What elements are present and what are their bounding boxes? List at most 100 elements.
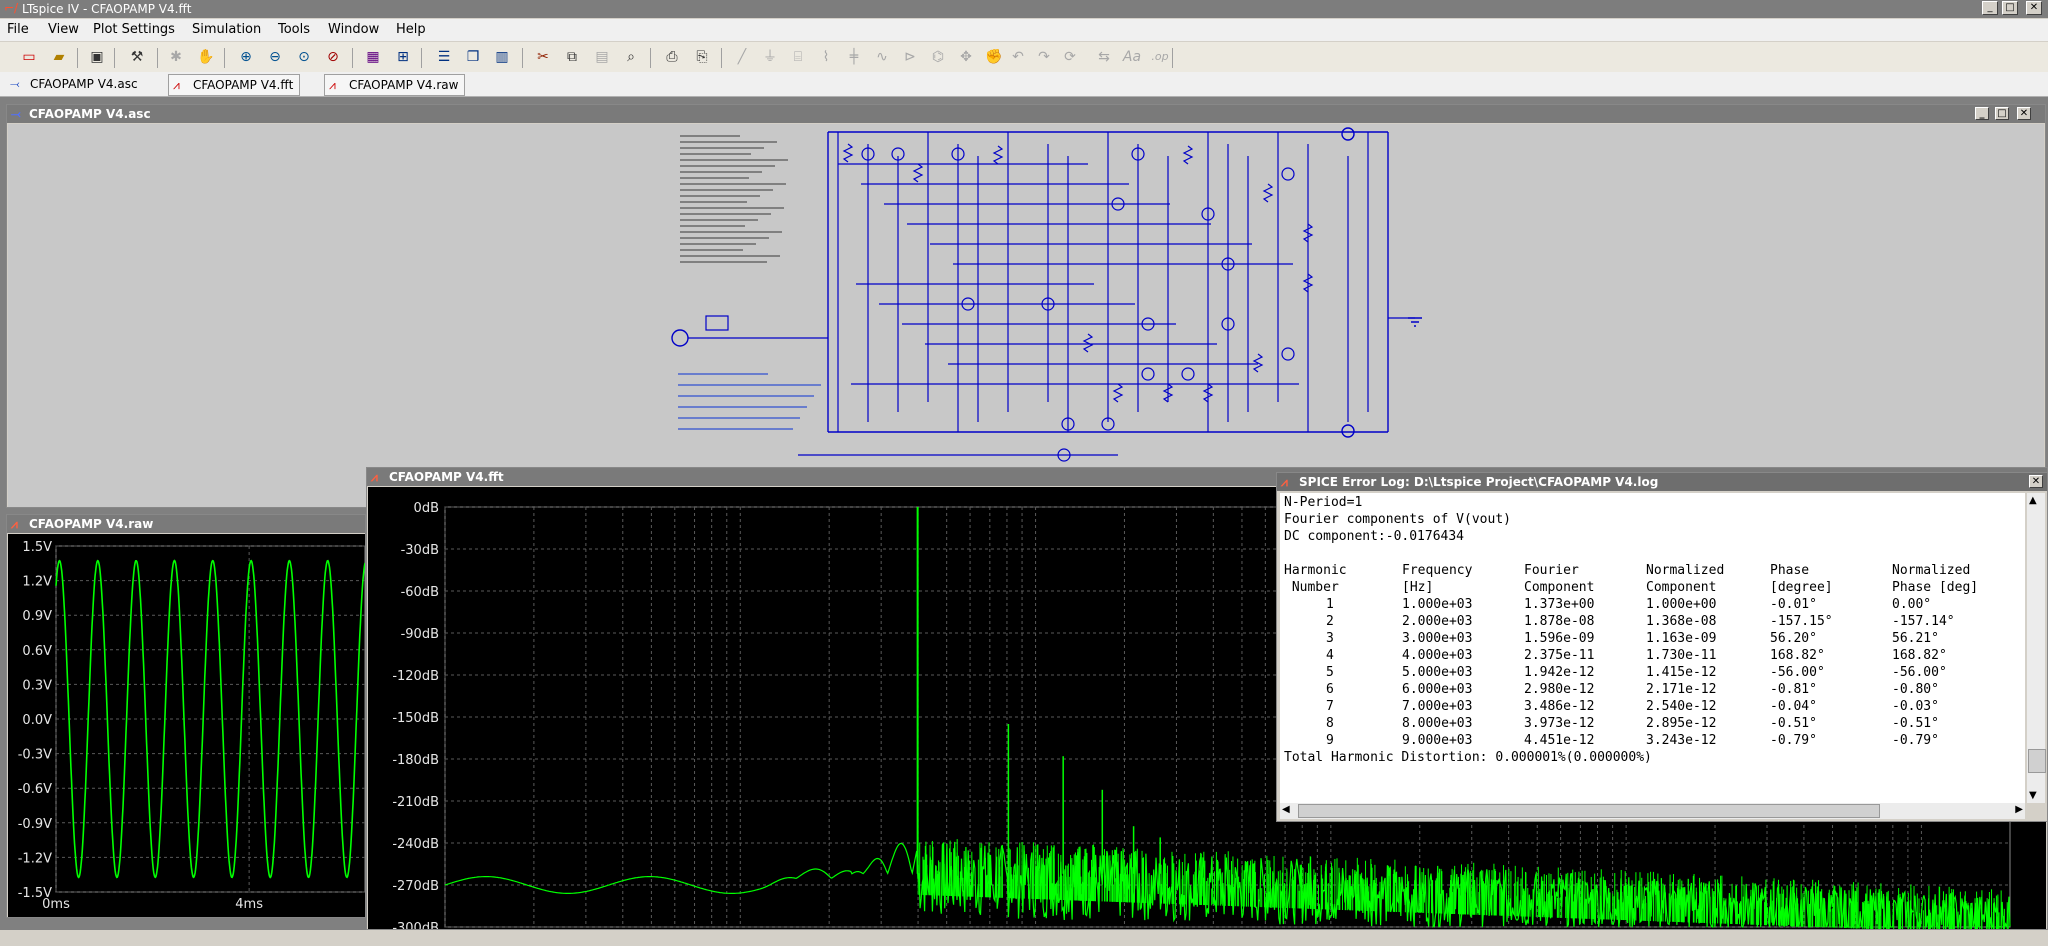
find-icon[interactable]: ⌕ [627, 49, 635, 65]
y-tick-label: 1.5V [22, 540, 52, 555]
control-panel-icon[interactable]: ⚒ [130, 49, 144, 65]
schematic-drawing [671, 127, 1422, 462]
y-tick-label: 0.9V [22, 609, 52, 624]
log-column-header: Normalized [1892, 563, 1971, 578]
log-table-cell: -157.15° [1770, 614, 1833, 629]
resistor-symbol [842, 143, 854, 163]
raw-trace [55, 559, 366, 879]
log-table-cell: 2.375e-11 [1524, 648, 1595, 663]
menu-window[interactable]: Window [328, 22, 380, 37]
drag-icon[interactable]: ✊ [985, 49, 1003, 65]
y-tick-label: -300dB [392, 921, 439, 929]
log-table-cell: -0.80° [1892, 682, 1939, 697]
print-preview-icon[interactable]: ⎙ [666, 49, 678, 65]
waveform-icon: ⩘ [1281, 475, 1288, 489]
schematic-canvas[interactable] [8, 124, 2044, 507]
horizontal-scrollbar[interactable]: ◀ ▶ [1280, 803, 2025, 819]
scroll-left-icon[interactable]: ◀ [1282, 804, 1290, 815]
log-table-cell: 2 [1326, 614, 1334, 629]
close-icon[interactable]: ✕ [2029, 475, 2043, 488]
transistor-symbol [1141, 367, 1155, 381]
scroll-up-icon[interactable]: ▲ [2029, 495, 2037, 506]
log-table-cell: 4.451e-12 [1524, 733, 1595, 748]
y-tick-label: -210dB [392, 795, 439, 810]
log-table-cell: 4 [1326, 648, 1334, 663]
undo-icon[interactable]: ↶ [1012, 49, 1024, 65]
log-column-header: Phase [1770, 563, 1810, 578]
minimize-icon[interactable]: _ [1982, 1, 1998, 15]
log-table-cell: 1.373e+00 [1524, 597, 1595, 612]
run-icon[interactable]: ✱ [170, 49, 182, 65]
cut-icon[interactable]: ✂ [537, 49, 549, 65]
menu-view[interactable]: View [48, 22, 79, 37]
resistor-symbol [1202, 383, 1214, 403]
save-icon[interactable]: ▣ [90, 49, 104, 65]
zoom-in-icon[interactable]: ⊕ [240, 49, 252, 65]
ground-icon[interactable]: ⏚ [763, 49, 777, 65]
tab-raw[interactable]: ⩘CFAOPAMP V4.raw [324, 74, 466, 96]
component-icon[interactable]: ⌬ [931, 49, 945, 65]
log-table-cell: 5.000e+03 [1402, 665, 1473, 680]
menu-simulation[interactable]: Simulation [192, 22, 262, 37]
log-table-cell: 2.980e-12 [1524, 682, 1595, 697]
move-icon[interactable]: ✥ [960, 49, 972, 65]
new-schematic-icon[interactable]: ▭ [22, 49, 36, 65]
transistor-symbol [1181, 367, 1195, 381]
capacitor-icon[interactable]: ╪ [849, 49, 859, 65]
tile-vertical-icon[interactable]: ▥ [495, 49, 509, 65]
log-table-cell: 7.000e+03 [1402, 699, 1473, 714]
log-line: Fourier components of V(vout) [1284, 512, 1511, 527]
y-tick-label: -120dB [392, 669, 439, 684]
menu-bar: File View Plot Settings Simulation Tools… [0, 19, 2048, 41]
scroll-thumb[interactable] [1298, 804, 1880, 818]
paste-icon[interactable]: ▤ [595, 49, 609, 65]
redo-icon[interactable]: ↷ [1038, 49, 1050, 65]
close-icon[interactable]: ✕ [2017, 107, 2031, 120]
log-table-cell: 6.000e+03 [1402, 682, 1473, 697]
menu-tools[interactable]: Tools [278, 22, 311, 37]
close-icon[interactable]: ✕ [2026, 1, 2042, 15]
tile-horizontal-icon[interactable]: ☰ [437, 49, 451, 65]
zoom-fit-icon[interactable]: ⊙ [298, 49, 310, 65]
scroll-thumb[interactable] [2028, 749, 2046, 773]
menu-file[interactable]: File [7, 22, 29, 37]
autorange-icon[interactable]: ▦ [366, 49, 380, 65]
wire-icon[interactable]: ╱ [737, 49, 747, 65]
manual-limits-icon[interactable]: ⊞ [397, 49, 409, 65]
maximize-icon[interactable]: □ [1995, 107, 2009, 120]
zoom-out-icon[interactable]: ⊖ [269, 49, 281, 65]
maximize-icon[interactable]: □ [2002, 1, 2018, 15]
spice-directive-icon[interactable]: .op [1151, 50, 1169, 63]
halt-icon[interactable]: ✋ [197, 49, 215, 65]
open-icon[interactable]: ▰ [53, 49, 65, 65]
window-title: CFAOPAMP V4.asc [29, 107, 151, 121]
vertical-scrollbar[interactable]: ▲ ▼ [2027, 493, 2046, 803]
y-tick-label: -1.5V [18, 886, 52, 901]
text-icon[interactable]: Aa [1122, 49, 1142, 65]
tab-schematic[interactable]: ⤙CFAOPAMP V4.asc [6, 74, 144, 94]
scroll-right-icon[interactable]: ▶ [2015, 804, 2023, 815]
print-icon[interactable]: ⎘ [696, 49, 708, 65]
menu-plot-settings[interactable]: Plot Settings [93, 22, 175, 37]
tab-fft[interactable]: ⩘CFAOPAMP V4.fft [168, 74, 301, 96]
minimize-icon[interactable]: _ [1975, 107, 1989, 120]
y-tick-label: -180dB [392, 753, 439, 768]
diode-icon[interactable]: ⊳ [904, 49, 916, 65]
zoom-cancel-icon[interactable]: ⊘ [327, 49, 339, 65]
tab-label: CFAOPAMP V4.raw [349, 78, 459, 92]
resistor-symbol [992, 145, 1004, 165]
scroll-down-icon[interactable]: ▼ [2029, 790, 2037, 801]
rotate-icon[interactable]: ⟳ [1064, 49, 1076, 65]
cascade-icon[interactable]: ❐ [466, 49, 480, 65]
mirror-icon[interactable]: ⇆ [1098, 49, 1110, 65]
log-table-cell: 1.596e-09 [1524, 631, 1595, 646]
menu-help[interactable]: Help [396, 22, 426, 37]
copy-icon[interactable]: ⧉ [567, 49, 577, 65]
log-table-cell: 5 [1326, 665, 1334, 680]
label-icon[interactable]: ⌸ [793, 49, 803, 65]
resistor-icon[interactable]: ⌇ [822, 49, 830, 65]
spice-log-window: ⩘SPICE Error Log: D:\Ltspice Project\CFA… [1276, 472, 2048, 822]
inductor-icon[interactable]: ∿ [876, 49, 888, 65]
